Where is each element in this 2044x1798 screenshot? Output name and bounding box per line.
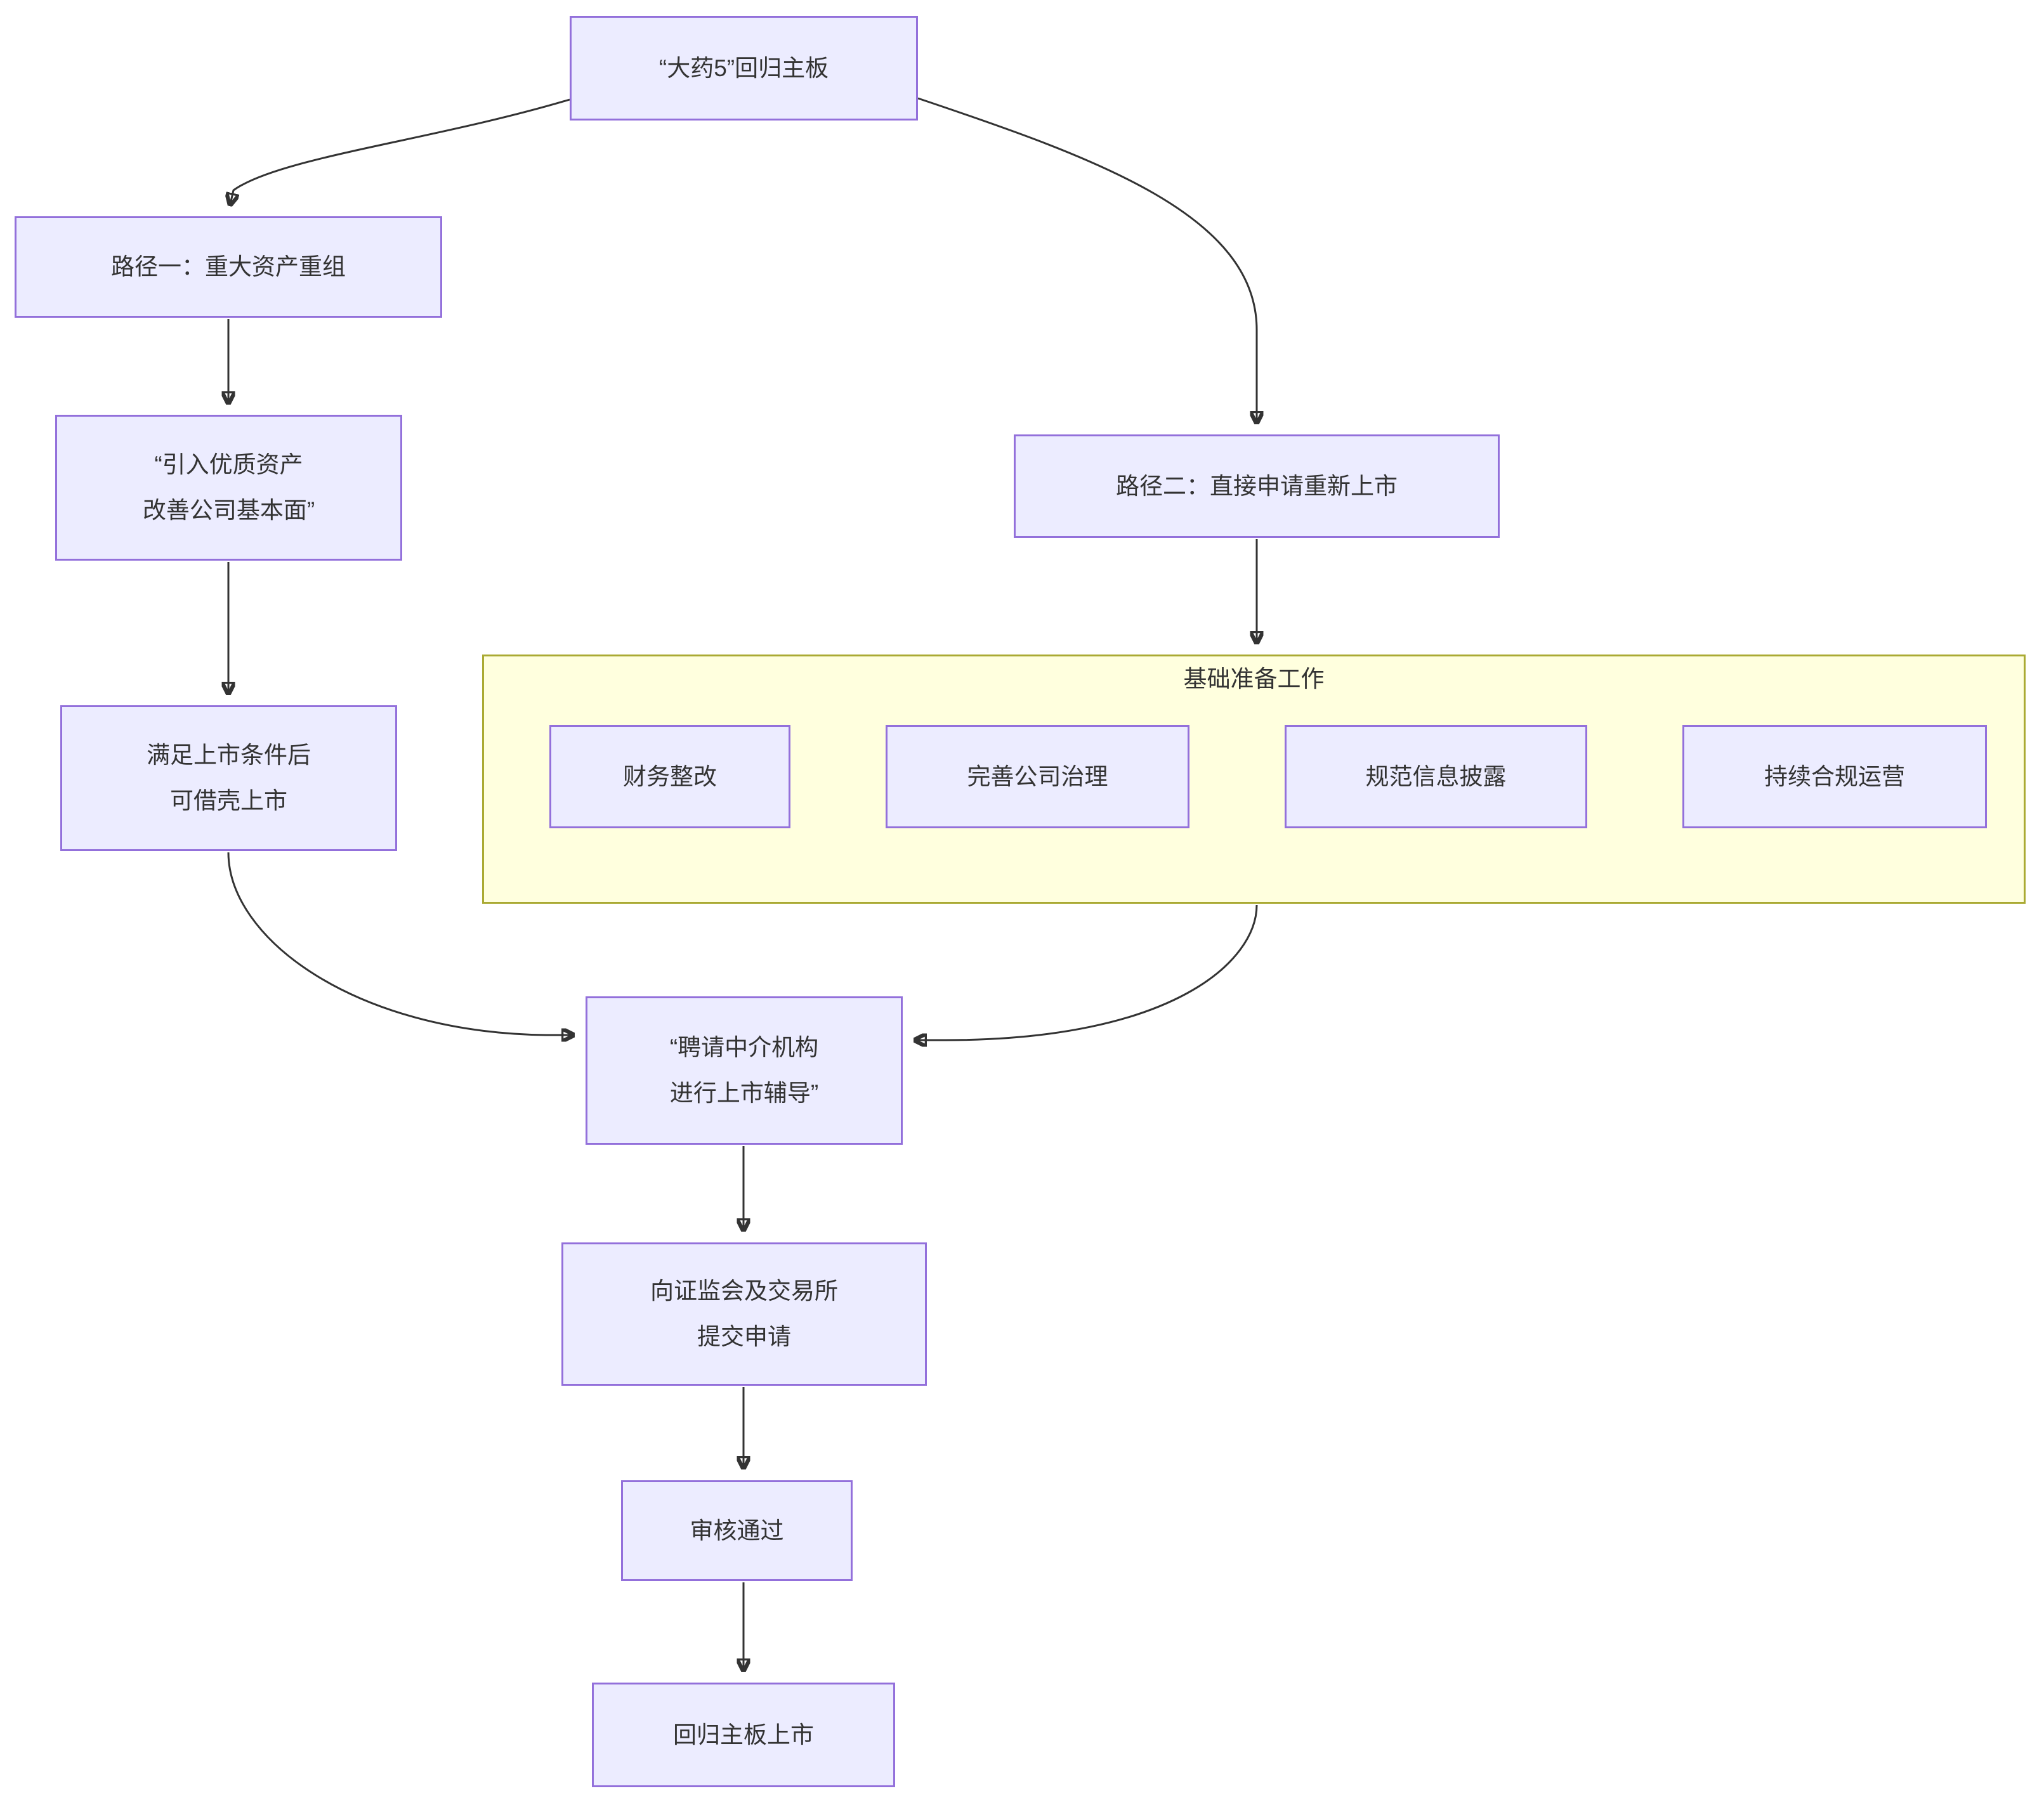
- edge-root-to-path1: [230, 98, 570, 204]
- cluster-preparation-title: 基础准备工作: [1183, 666, 1325, 692]
- edge-root-to-path2: [917, 97, 1257, 422]
- node-path1-backdoor-listing: 满足上市条件后 可借壳上市: [60, 705, 397, 851]
- edge-backdoor-to-hire: [227, 852, 573, 1035]
- node-root-topic: “大药5”回归主板: [570, 16, 918, 121]
- node-relisting-on-main-board: 回归主板上市: [592, 1683, 895, 1787]
- node-path1-asset-injection: “引入优质资产 改善公司基本面”: [55, 415, 402, 561]
- node-prep-continuous-compliance: 持续合规运营: [1682, 725, 1987, 828]
- node-hire-intermediary: “聘请中介机构 进行上市辅导”: [586, 996, 903, 1145]
- node-path2-direct-relisting-application: 路径二：直接申请重新上市: [1014, 434, 1500, 538]
- edge-cluster-to-hire: [915, 904, 1258, 1040]
- node-prep-corporate-governance: 完善公司治理: [886, 725, 1189, 828]
- node-approval-passed: 审核通过: [621, 1480, 853, 1581]
- node-path1-major-asset-restructuring: 路径一：重大资产重组: [15, 216, 442, 318]
- node-prep-information-disclosure: 规范信息披露: [1285, 725, 1587, 828]
- node-prep-financial-rectification: 财务整改: [549, 725, 790, 828]
- node-submit-application: 向证监会及交易所 提交申请: [561, 1242, 927, 1386]
